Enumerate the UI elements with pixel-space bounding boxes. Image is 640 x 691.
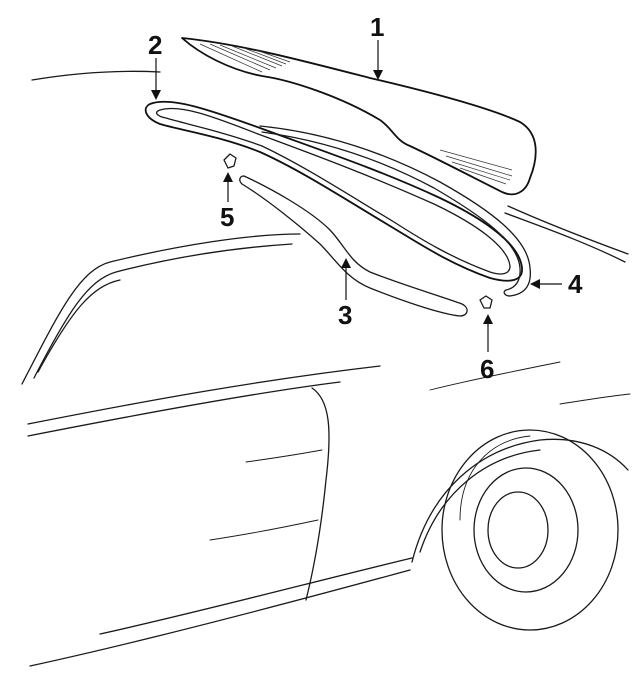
rocker-line-2 <box>99 557 413 635</box>
tire-outer <box>441 429 619 631</box>
door-rear-edge <box>305 387 330 601</box>
callout-label-6: 6 <box>480 354 494 384</box>
back-glass-outline <box>181 37 537 196</box>
car-body-outline <box>21 70 631 667</box>
arrowhead-2 <box>151 90 161 100</box>
arrowhead-4 <box>530 279 540 289</box>
retainer-clip-part-5 <box>223 153 237 169</box>
tire-shade <box>459 435 531 521</box>
callout-6: 6 <box>480 314 494 384</box>
molding-upper-outer <box>259 125 532 297</box>
callout-label-5: 5 <box>220 202 234 232</box>
weatherstrip-part-2 <box>144 100 523 282</box>
wheel-hub-cover <box>487 491 549 569</box>
window-frame-inner <box>37 279 121 373</box>
quarter-line-2 <box>559 393 631 405</box>
door-crease-1 <box>245 449 323 463</box>
back-glass-part-1 <box>181 37 537 196</box>
callout-5: 5 <box>220 172 234 232</box>
callout-label-3: 3 <box>338 300 352 330</box>
belt-line-1 <box>27 365 381 425</box>
glass-reflection-hatch-2 <box>439 149 513 185</box>
retainer-clip-part-6 <box>479 295 493 309</box>
molding-side-outer <box>239 175 468 317</box>
molding-upper-inner <box>261 131 521 291</box>
clip-6-shape <box>479 295 493 309</box>
wheel <box>441 429 619 631</box>
arrowhead-5 <box>223 172 233 182</box>
arrowhead-3 <box>341 258 351 268</box>
door-crease-2 <box>209 519 319 541</box>
callout-1: 1 <box>370 12 384 80</box>
arrowhead-1 <box>373 70 383 80</box>
trunk-edge-line <box>507 205 629 255</box>
side-window-lower <box>33 243 293 379</box>
glass-reflection-hatch-1 <box>199 43 291 73</box>
molding-upper-endcap <box>503 289 511 297</box>
belt-line-2 <box>27 381 341 437</box>
wheel-rim <box>473 467 579 593</box>
callout-label-4: 4 <box>568 269 583 299</box>
side-window-upper <box>21 233 301 385</box>
callout-2: 2 <box>148 30 162 100</box>
wheel-arch <box>411 438 629 563</box>
callout-4: 4 <box>530 269 583 299</box>
rocker-line-1 <box>29 569 411 667</box>
rear-deck-line <box>504 212 626 263</box>
weatherstrip-inner <box>155 107 511 275</box>
reveal-molding-part-4 <box>259 125 532 297</box>
weatherstrip-outer <box>144 100 523 282</box>
clip-5-shape <box>223 153 237 169</box>
arrowhead-6 <box>483 314 493 324</box>
callout-label-1: 1 <box>370 12 384 42</box>
callout-label-2: 2 <box>148 30 162 60</box>
callout-3: 3 <box>338 258 352 330</box>
quarter-line-1 <box>429 361 561 391</box>
side-molding-part-3 <box>239 175 468 317</box>
roof-line <box>31 70 161 81</box>
